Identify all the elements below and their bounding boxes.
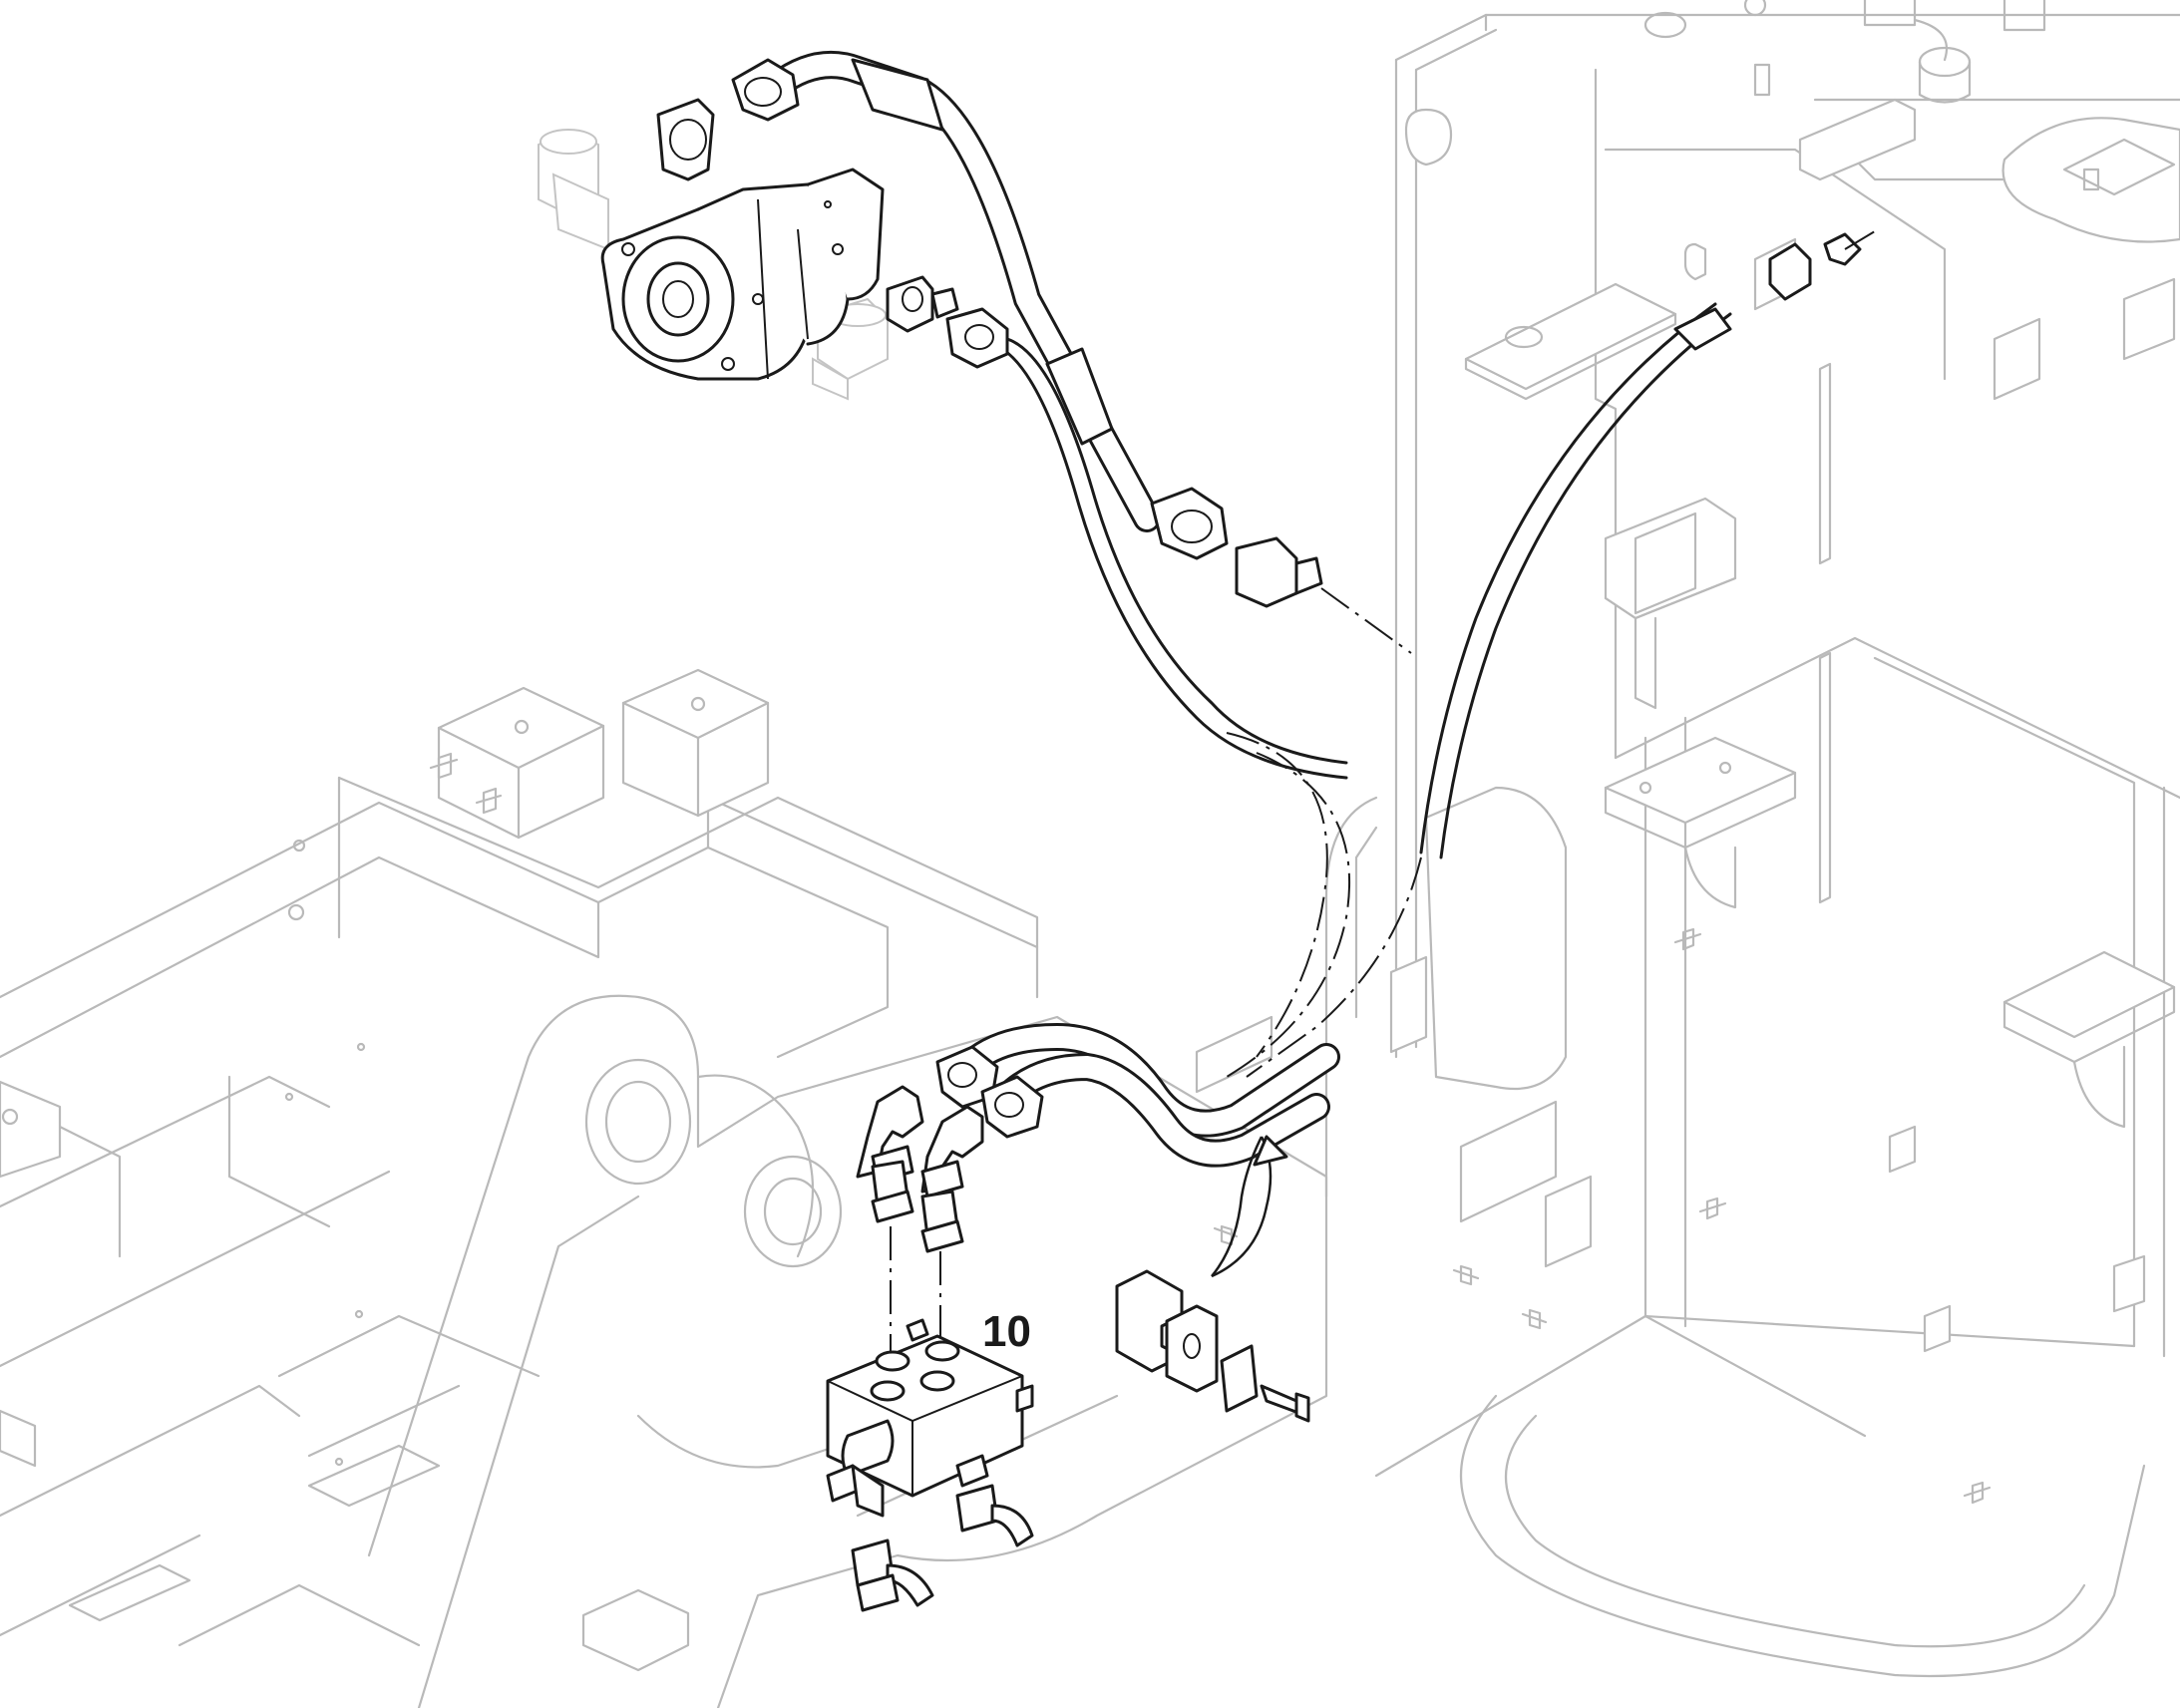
assembly-direction-arrow <box>1211 1135 1288 1278</box>
left-mount-blocks <box>0 668 1273 1672</box>
hose-clamp-kit <box>1115 1269 1310 1423</box>
callout-item-10: 10 <box>982 1307 1031 1356</box>
hydraulic-pump <box>600 168 885 381</box>
frame-bolts <box>284 752 1992 1505</box>
hydraulic-hoses <box>731 51 1876 1168</box>
valve-block <box>826 1318 1034 1612</box>
tower-top-details <box>1404 0 2180 401</box>
elbow-fittings <box>856 1085 984 1376</box>
right-tower <box>1324 13 2180 1678</box>
pump-flange-coupling <box>656 98 959 333</box>
